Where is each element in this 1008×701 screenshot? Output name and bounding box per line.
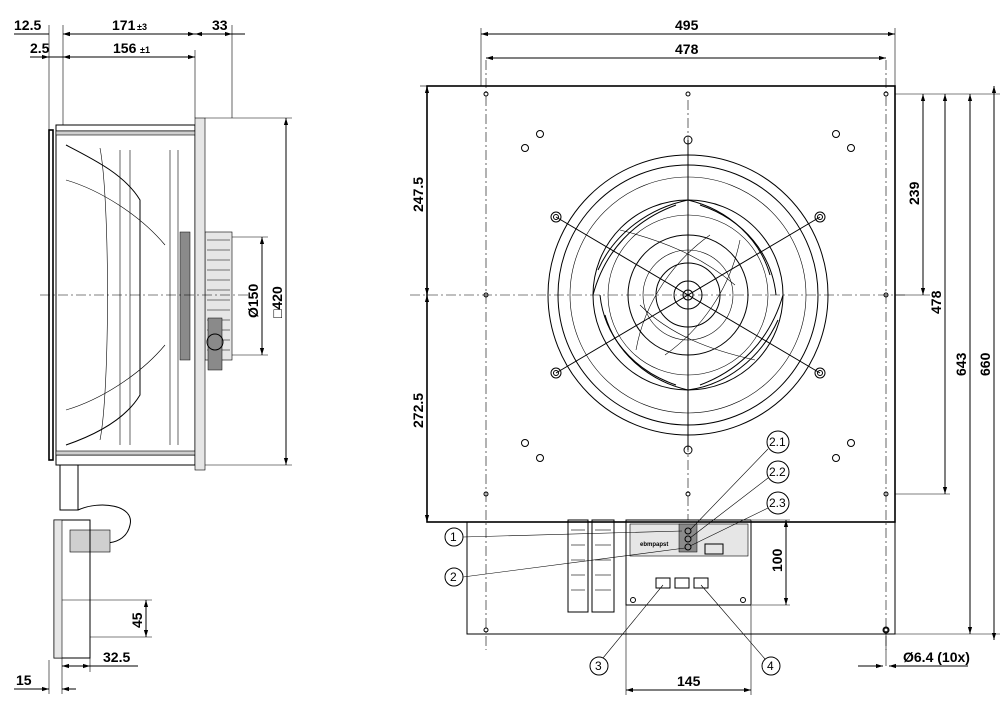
dim-150: Ø150 [245, 237, 265, 355]
mounting-plate [426, 85, 896, 523]
callout-2-2: 2.2 [689, 460, 790, 539]
dim-239: 239 [906, 94, 926, 295]
callout-2: 2 [444, 547, 686, 587]
front-view: ebmpapst 1 2 2.1 [410, 17, 1000, 695]
dim-171-label: 171 [112, 17, 136, 33]
dim-420-label: □420 [269, 286, 285, 318]
dim-660: 660 [977, 86, 997, 640]
dim-643-label: 643 [953, 352, 969, 376]
dim-2-5-label: 2.5 [30, 40, 50, 56]
callout-2-1: 2.1 [689, 430, 790, 531]
plate-holes [483, 91, 889, 633]
dim-420: □420 [269, 118, 289, 465]
callout-2-2-label: 2.2 [769, 465, 786, 479]
dim-156: 156 ±1 [63, 40, 195, 60]
dim-660-label: 660 [977, 352, 993, 376]
dim-478-top-label: 478 [675, 41, 699, 57]
callout-2-label: 2 [450, 570, 457, 584]
callout-1: 1 [444, 527, 683, 547]
dim-272-5-label: 272.5 [410, 393, 426, 428]
impeller-front [547, 135, 829, 455]
callout-1-label: 1 [450, 530, 457, 544]
dim-156-label: 156 [113, 40, 137, 56]
dim-15: 15 [14, 672, 76, 692]
dim-478-side-label: 478 [928, 290, 944, 314]
dim-15-label: 15 [16, 672, 32, 688]
callout-2-1-label: 2.1 [769, 435, 786, 449]
dim-495: 495 [481, 17, 895, 37]
dim-478-top: 478 [486, 41, 886, 61]
callout-2-3: 2.3 [689, 491, 790, 547]
dim-100-label: 100 [769, 548, 785, 572]
callout-3-label: 3 [595, 659, 602, 673]
dim-32-5: 32.5 [62, 649, 138, 669]
dim-247-5-label: 247.5 [410, 177, 426, 212]
dim-171-tol: ±3 [137, 22, 147, 32]
dim-239-label: 239 [906, 181, 922, 205]
dim-2-5: 2.5 [30, 40, 63, 60]
dim-12-5: 12.5 [14, 17, 76, 37]
callout-2-3-label: 2.3 [769, 496, 786, 510]
dim-33-label: 33 [212, 17, 228, 33]
dim-33: 33 [195, 17, 245, 37]
dim-32-5-label: 32.5 [103, 649, 130, 665]
callout-4-label: 4 [767, 659, 774, 673]
dim-643: 643 [953, 94, 973, 634]
electronics-box: ebmpapst [567, 519, 752, 613]
dim-156-tol: ±1 [140, 45, 150, 55]
dim-45-label: 45 [129, 612, 145, 628]
callout-3: 3 [589, 584, 664, 676]
dim-145-label: 145 [677, 673, 701, 689]
dim-150-label: Ø150 [245, 284, 261, 318]
dim-145: 145 [626, 673, 751, 693]
side-view: 12.5 171 ±3 33 2.5 156 ±1 [14, 17, 292, 694]
dim-hole: Ø6.4 (10x) [858, 626, 970, 669]
dim-100: 100 [769, 520, 789, 605]
dim-495-label: 495 [675, 17, 699, 33]
dim-45: 45 [129, 600, 149, 637]
dim-272-5: 272.5 [410, 295, 430, 522]
dim-247-5: 247.5 [410, 86, 430, 295]
dim-hole-label: Ø6.4 (10x) [903, 649, 970, 665]
dim-171: 171 ±3 [63, 17, 195, 37]
dim-478-side: 478 [928, 94, 948, 494]
fan-side-body [48, 117, 233, 659]
callout-4: 4 [700, 584, 781, 676]
dim-12-5-label: 12.5 [14, 17, 41, 33]
brand-label: ebmpapst [640, 542, 668, 548]
